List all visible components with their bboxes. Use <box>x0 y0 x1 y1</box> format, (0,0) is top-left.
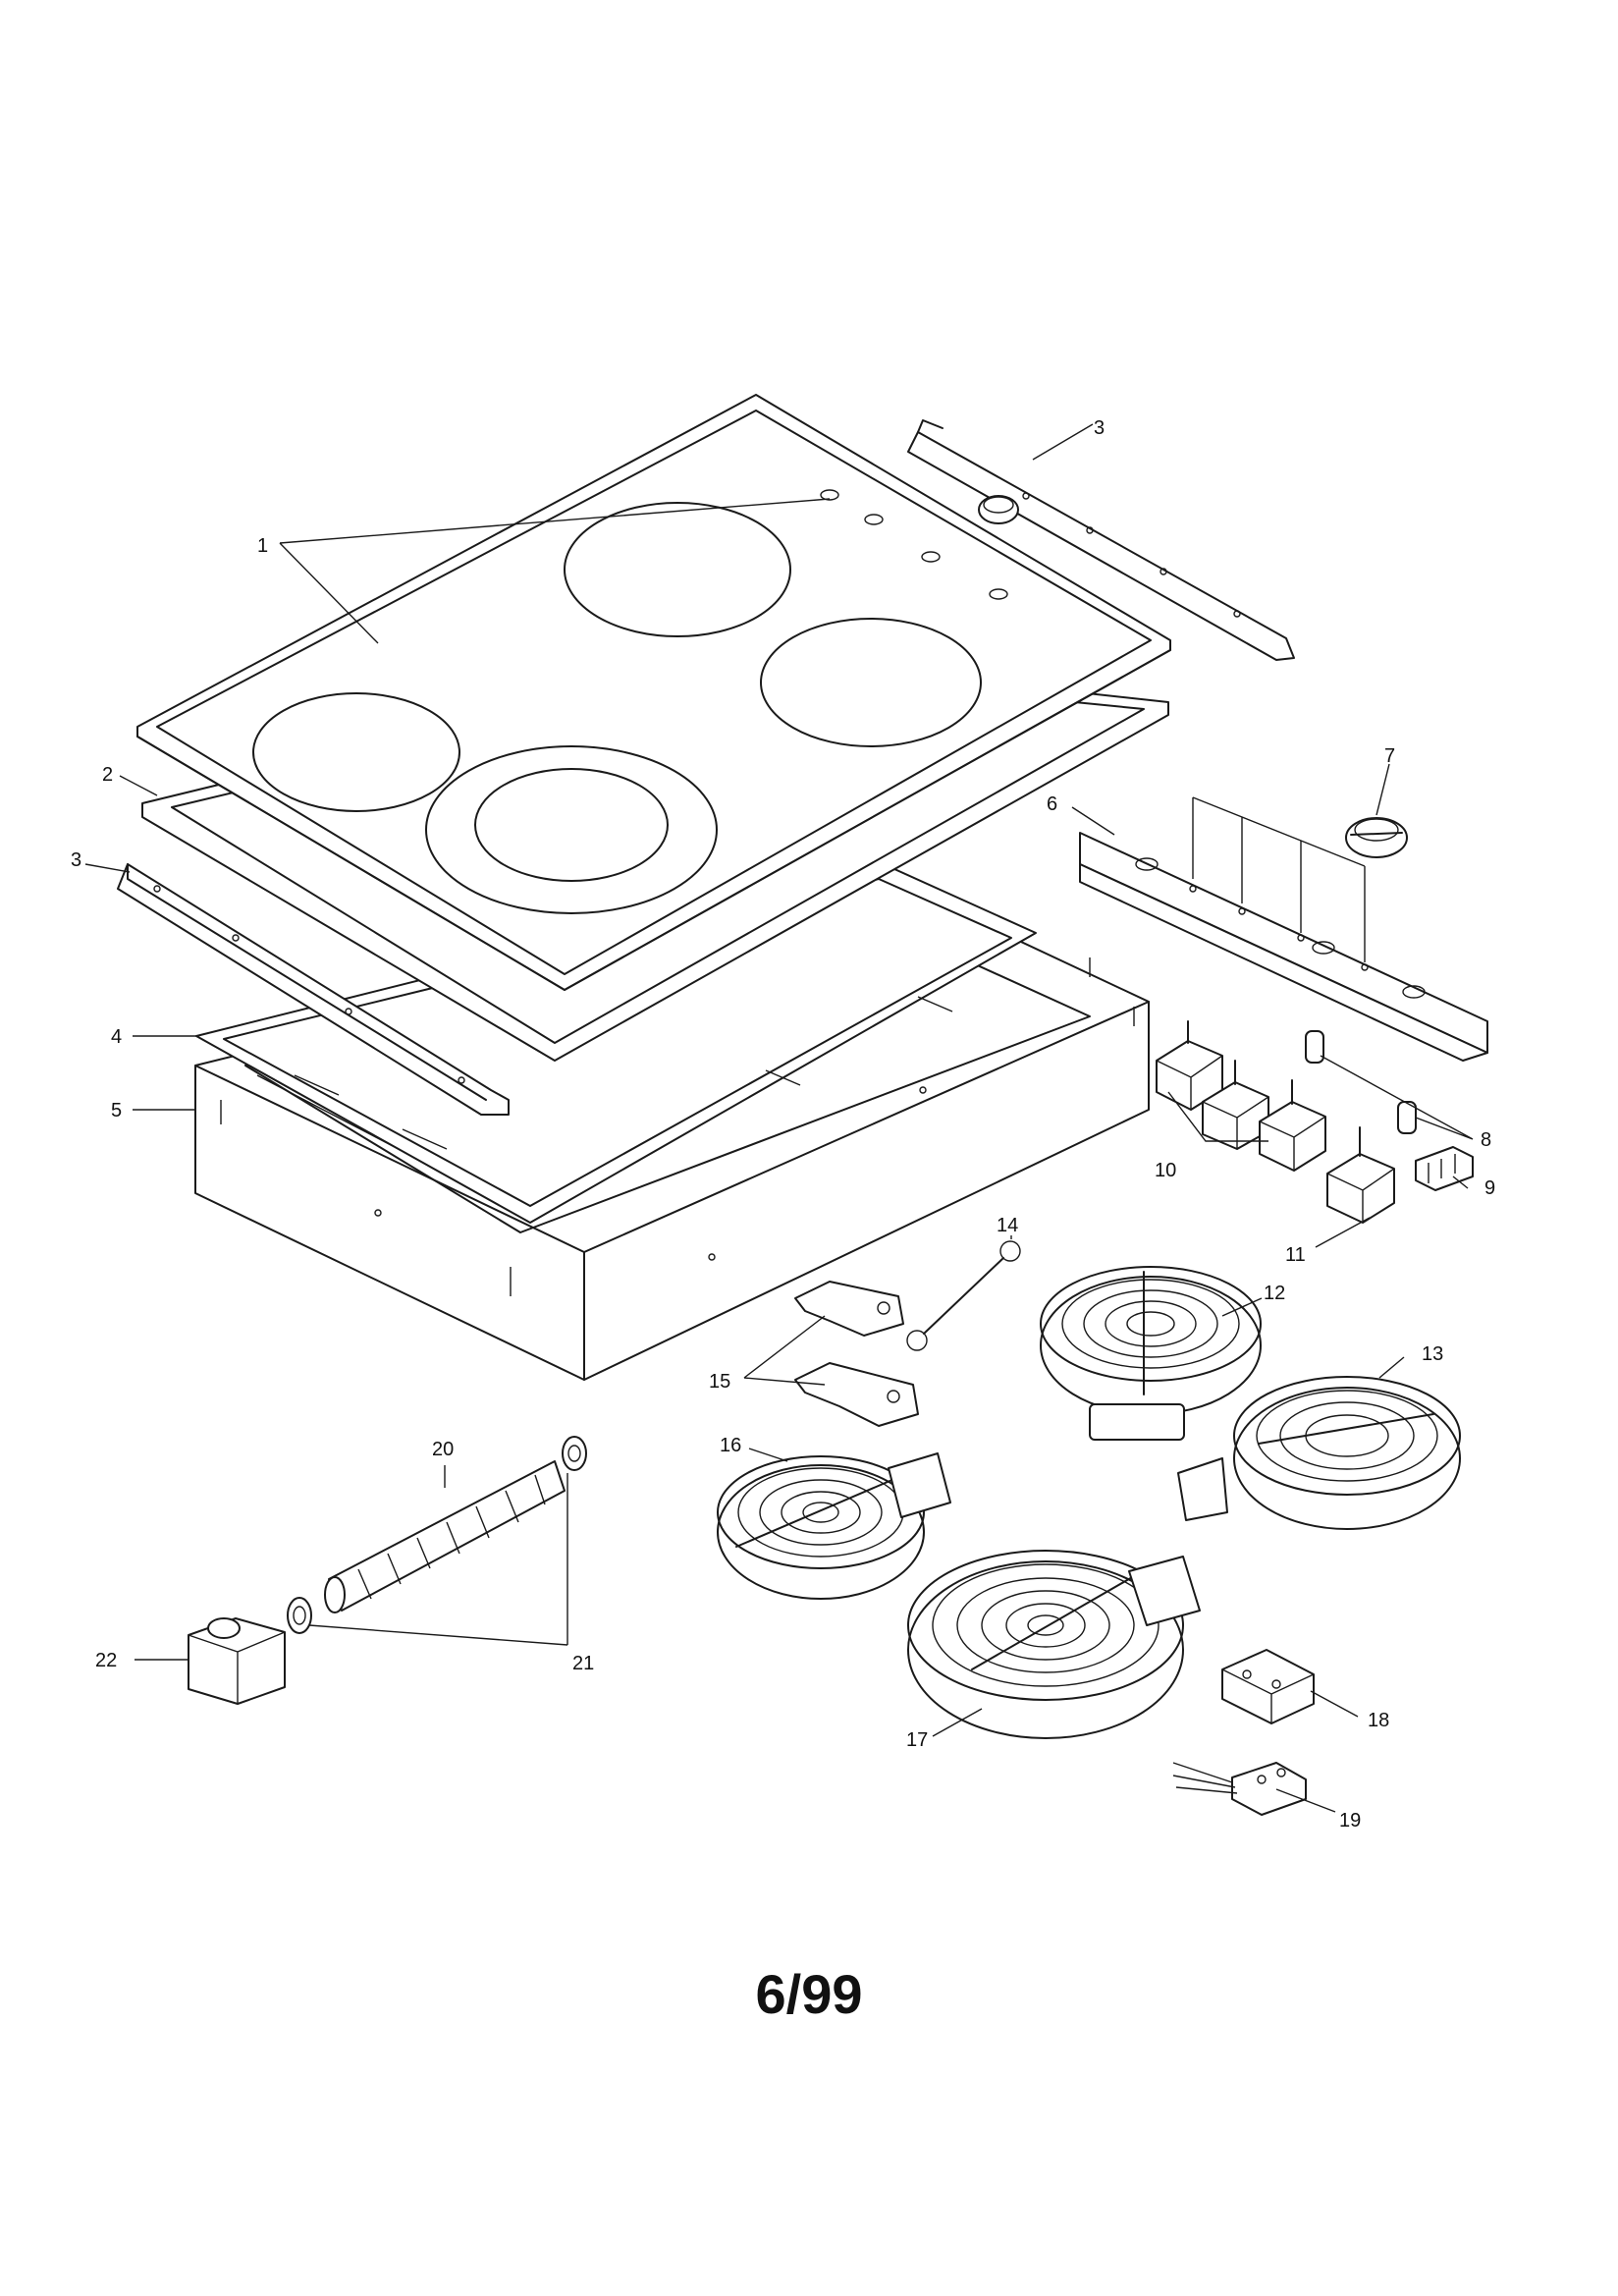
callout-6: 6 <box>1047 793 1057 815</box>
part-13-heating-element <box>1177 1376 1461 1530</box>
callout-14: 14 <box>997 1215 1018 1236</box>
callout-9: 9 <box>1484 1177 1495 1199</box>
callout-7: 7 <box>1384 745 1395 767</box>
callout-18: 18 <box>1368 1710 1389 1731</box>
callout-19: 19 <box>1339 1810 1361 1831</box>
part-7-bracket <box>1192 796 1366 962</box>
part-22-junction-box <box>188 1617 286 1705</box>
revision-date: 6/99 <box>756 1963 863 2025</box>
callout-13: 13 <box>1422 1343 1443 1365</box>
callout-21: 21 <box>572 1653 594 1674</box>
part-3-right-rail <box>907 419 1295 661</box>
part-14-link <box>906 1240 1021 1351</box>
part-19-terminal-wires <box>1172 1762 1307 1816</box>
part-3-left-rail <box>117 863 510 1116</box>
part-21-grommets <box>287 1436 587 1634</box>
switch-a <box>1156 1020 1223 1111</box>
callout-8: 8 <box>1481 1129 1491 1151</box>
callout-22: 22 <box>95 1650 117 1671</box>
callout-2: 2 <box>102 764 113 786</box>
part-15-clips <box>794 1281 919 1427</box>
part-7-knob <box>1345 817 1408 858</box>
callout-5: 5 <box>111 1100 122 1121</box>
leader-lines <box>84 423 1474 1813</box>
part-9-terminal-block <box>1415 1146 1474 1191</box>
callout-16: 16 <box>720 1435 741 1456</box>
part-16-heating-element <box>717 1452 951 1600</box>
callout-4: 4 <box>111 1026 122 1048</box>
part-10-switches <box>1156 1020 1326 1172</box>
callout-17: 17 <box>906 1729 928 1751</box>
callout-11: 11 <box>1285 1244 1306 1266</box>
callout-12: 12 <box>1264 1283 1285 1304</box>
part-11-switch <box>1326 1126 1395 1224</box>
part-1-glass-cooktop <box>136 394 1171 991</box>
callout-20: 20 <box>432 1439 454 1460</box>
part-17-heating-element <box>907 1550 1201 1739</box>
callout-labels: 1 2 3 3 4 5 6 7 8 9 10 11 12 13 14 15 16… <box>71 417 1495 1831</box>
part-20-sleeve <box>324 1460 566 1613</box>
callout-3-left: 3 <box>71 849 81 871</box>
callout-3-right: 3 <box>1094 417 1105 439</box>
callout-15: 15 <box>709 1371 730 1393</box>
switch-c <box>1259 1079 1326 1172</box>
callout-1: 1 <box>257 535 268 557</box>
part-18-terminal-block <box>1221 1649 1315 1724</box>
callout-10: 10 <box>1155 1160 1176 1181</box>
part-6-control-panel <box>1079 832 1488 1062</box>
part-12-heating-element <box>1040 1266 1262 1441</box>
